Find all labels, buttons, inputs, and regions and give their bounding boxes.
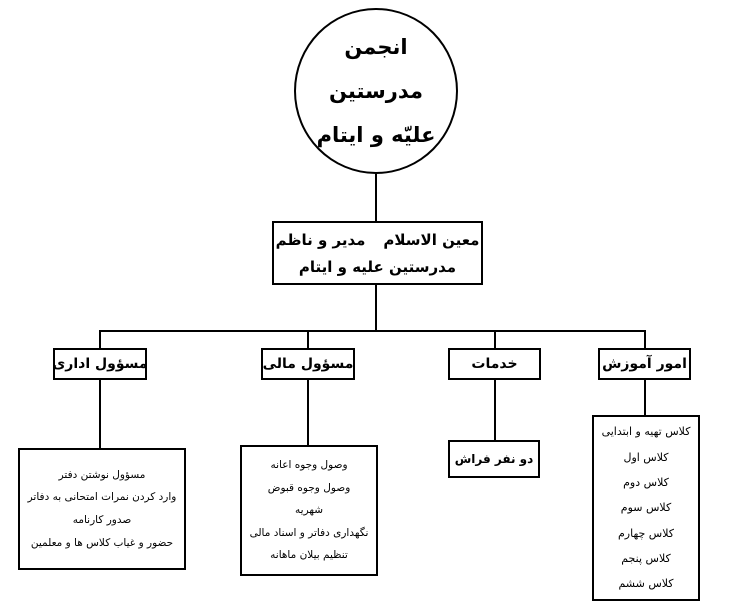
branch-rail: [99, 330, 646, 332]
root-title-line2: علیّه و ایتام: [316, 123, 436, 148]
connector-root-director: [375, 174, 377, 222]
education-class-item: کلاس دوم: [623, 476, 669, 490]
connector-rail-services: [494, 330, 496, 349]
services-staff-box: دو نفر فراش: [448, 440, 540, 478]
finance-duty-item: وصول وجوه اعانه: [270, 459, 348, 472]
education-class-item: کلاس ششم: [618, 577, 674, 591]
admin-duties-box: مسؤول نوشتن دفتر وارد کردن نمرات امتحانی…: [18, 448, 186, 570]
connector-rail-admin: [99, 330, 101, 349]
finance-duty-item: تنظیم بیلان ماهانه: [270, 549, 348, 562]
finance-duties-box: وصول وجوه اعانه وصول وجوه قبوض شهریه نگه…: [240, 445, 378, 576]
education-classes-box: کلاس تهیه و ابتدایی کلاس اول کلاس دوم کل…: [592, 415, 700, 601]
branch-label-services: خدمات: [471, 356, 518, 372]
connector-finance-details: [307, 379, 309, 446]
director-title-row: معین الاسلام مدیر و ناظم: [276, 231, 480, 249]
admin-duty-item: وارد کردن نمرات امتحانی به دفاتر: [27, 491, 177, 504]
root-title: انجمن مدرستین علیّه و ایتام: [296, 25, 456, 157]
finance-duty-item: شهریه: [295, 504, 323, 517]
branch-label-education: امور آموزش: [602, 356, 687, 372]
connector-rail-finance: [307, 330, 309, 349]
education-class-item: کلاس چهارم: [617, 526, 675, 540]
branch-node-education: امور آموزش: [598, 348, 691, 380]
admin-duty-item: صدور کارنامه: [72, 514, 132, 526]
finance-duty-item: وصول وجوه قبوض: [267, 481, 351, 494]
education-class-item: کلاس پنجم: [621, 551, 671, 565]
admin-duty-item: مسؤول نوشتن دفتر: [58, 468, 146, 481]
admin-duty-item: حضور و غیاب کلاس ها و معلمین: [30, 536, 174, 549]
director-name: معین الاسلام: [383, 230, 480, 249]
services-staff-item: دو نفر فراش: [454, 452, 534, 466]
education-class-item: کلاس سوم: [620, 501, 672, 515]
branch-label-admin: مسؤول اداری: [52, 356, 148, 372]
branch-node-admin: مسؤول اداری: [52, 348, 148, 380]
connector-services-details: [494, 379, 496, 441]
connector-director-rail: [375, 285, 377, 332]
branch-node-finance: مسؤول مالی: [261, 348, 355, 380]
connector-admin-details: [99, 379, 101, 449]
education-class-item: کلاس اول: [623, 450, 669, 464]
branch-node-services: خدمات: [448, 348, 541, 380]
branch-label-finance: مسؤول مالی: [262, 356, 354, 372]
root-node: انجمن مدرستین علیّه و ایتام: [294, 8, 458, 174]
director-node: معین الاسلام مدیر و ناظم مدرستین علیه و …: [272, 221, 483, 285]
finance-duty-item: نگهداری دفاتر و اسناد مالی: [249, 526, 369, 539]
director-role: مدیر و ناظم: [275, 230, 366, 249]
root-title-line1: انجمن مدرستین: [329, 34, 423, 103]
education-class-item: کلاس تهیه و ابتدایی: [601, 425, 691, 439]
connector-education-details: [644, 379, 646, 416]
connector-rail-education: [644, 330, 646, 349]
director-subtitle: مدرستین علیه و ایتام: [298, 257, 457, 276]
